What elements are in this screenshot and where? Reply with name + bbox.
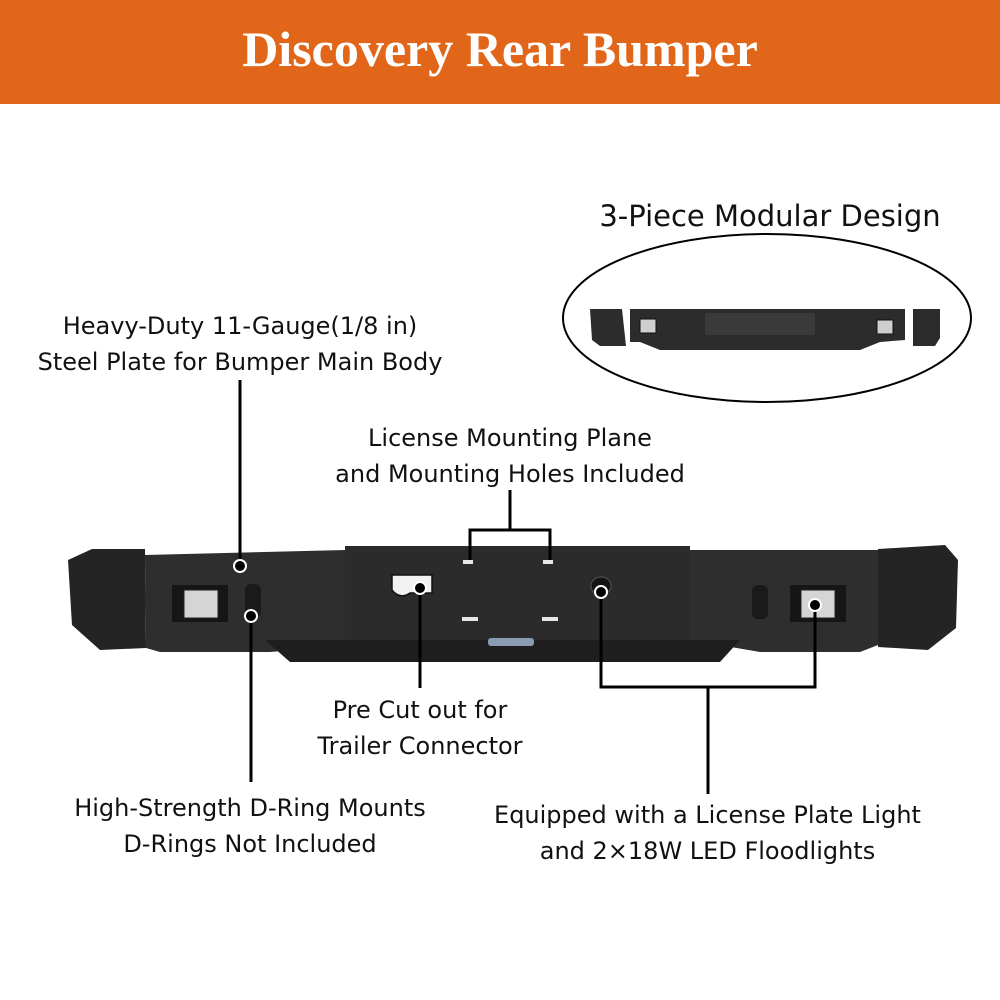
inset-right-piece (913, 309, 940, 346)
mounting-hole-right (543, 560, 553, 564)
plate-slot-right (542, 617, 558, 621)
lights-callout-line2: and 2×18W LED Floodlights (539, 837, 876, 865)
inset-right-light (876, 319, 894, 335)
steel-dot (233, 559, 247, 573)
trailer-callout-line1: Pre Cut out for (332, 696, 508, 724)
left-floodlight-lens (183, 589, 219, 619)
trailer-callout: Pre Cut out for Trailer Connector (260, 692, 580, 764)
license-callout-line1: License Mounting Plane (368, 424, 652, 452)
dring-callout: High-Strength D-Ring Mounts D-Rings Not … (20, 790, 480, 862)
inset-left-piece (590, 309, 626, 346)
steel-callout-line2: Steel Plate for Bumper Main Body (37, 348, 443, 376)
trailer-dot (413, 581, 427, 595)
inset-ellipse (562, 233, 972, 403)
inset-title: 3-Piece Modular Design (599, 199, 941, 233)
leader-dots (233, 559, 822, 623)
right-dring-mount (752, 585, 768, 619)
license-callout-line2: and Mounting Holes Included (335, 460, 685, 488)
page-title: Discovery Rear Bumper (242, 21, 758, 77)
plate-slot-left (462, 617, 478, 621)
inset-bumper-pieces (590, 309, 940, 350)
badge-plate (488, 638, 534, 646)
lights-dot-right (808, 598, 822, 612)
steel-callout-line1: Heavy-Duty 11-Gauge(1/8 in) (62, 312, 418, 340)
title-banner: Discovery Rear Bumper (0, 0, 1000, 104)
license-callout: License Mounting Plane and Mounting Hole… (280, 420, 740, 492)
right-wing (690, 550, 878, 652)
lights-callout: Equipped with a License Plate Light and … (460, 797, 955, 869)
inset-plate-area (705, 313, 815, 335)
inset-left-light (639, 318, 657, 334)
leader-lines (238, 380, 817, 794)
bottom-skid (265, 640, 740, 662)
center-section (345, 546, 690, 652)
lights-dot-left (594, 585, 608, 599)
trailer-callout-line2: Trailer Connector (317, 732, 523, 760)
dring-callout-line1: High-Strength D-Ring Mounts (74, 794, 426, 822)
right-end-cap (878, 545, 958, 650)
lights-callout-line1: Equipped with a License Plate Light (494, 801, 921, 829)
left-end-cap (68, 549, 146, 650)
dring-callout-line2: D-Rings Not Included (123, 830, 377, 858)
main-bumper (68, 545, 958, 662)
dring-dot (244, 609, 258, 623)
mounting-hole-left (463, 560, 473, 564)
steel-callout: Heavy-Duty 11-Gauge(1/8 in) Steel Plate … (0, 308, 480, 380)
